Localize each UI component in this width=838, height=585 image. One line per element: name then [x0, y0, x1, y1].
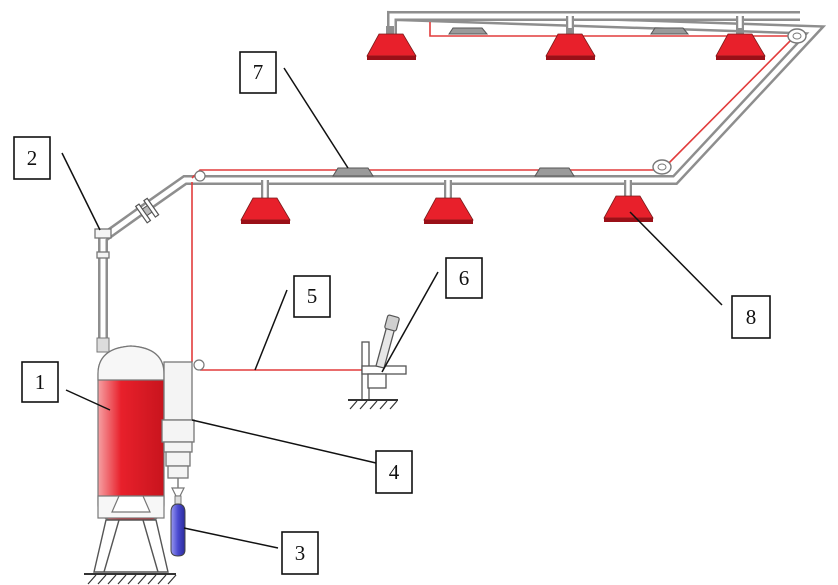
callout-8: 8	[731, 295, 771, 339]
callout-label: 7	[253, 60, 264, 84]
callout-label: 4	[389, 460, 400, 484]
discharge-nozzle	[715, 28, 766, 60]
pulley-front-right	[652, 159, 672, 175]
pipe-network	[98, 10, 827, 352]
callout-6: 6	[445, 257, 483, 299]
callout-label: 8	[746, 305, 757, 329]
nozzles	[240, 26, 766, 224]
callout-label: 1	[35, 370, 46, 394]
detector	[534, 167, 575, 177]
storage-cylinder	[84, 337, 177, 585]
pulley-actuator	[193, 359, 205, 371]
pilot-bottle	[170, 495, 186, 557]
pulley-back-right	[787, 28, 807, 44]
detector	[448, 27, 489, 35]
discharge-nozzle	[240, 197, 291, 224]
discharge-nozzle	[603, 195, 654, 222]
manual-release-handle	[348, 314, 407, 410]
detectors	[332, 27, 690, 177]
selector-valve	[94, 197, 160, 259]
discharge-nozzle	[366, 26, 417, 60]
callout-label: 6	[459, 266, 470, 290]
callout-label: 5	[307, 284, 318, 308]
detector	[650, 27, 690, 35]
callout-1: 1	[21, 361, 59, 403]
leader-lines	[61, 67, 723, 549]
callout-label: 2	[27, 146, 38, 170]
callout-5: 5	[293, 275, 331, 318]
discharge-nozzle	[545, 28, 596, 60]
callout-7: 7	[239, 51, 277, 94]
discharge-nozzle	[423, 197, 474, 224]
pulley-front-left	[194, 170, 206, 182]
callout-2: 2	[13, 136, 51, 180]
pulley-group	[193, 28, 807, 371]
callout-label: 3	[295, 541, 306, 565]
detector	[332, 167, 374, 177]
signal-lines	[191, 22, 796, 371]
callout-4: 4	[375, 450, 413, 494]
container-valve-actuator	[161, 361, 195, 497]
callout-3: 3	[281, 531, 319, 575]
